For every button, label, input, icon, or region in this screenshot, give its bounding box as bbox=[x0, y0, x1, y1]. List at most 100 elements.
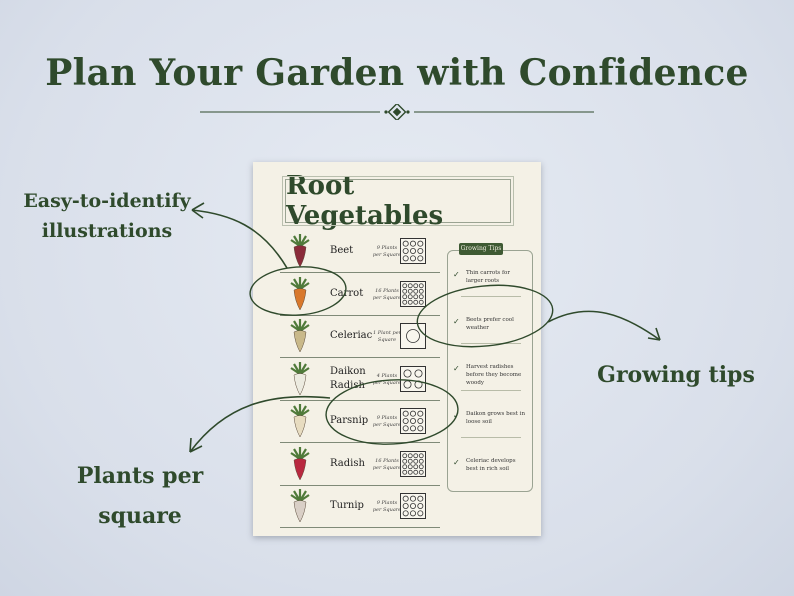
plant-spot bbox=[402, 255, 409, 262]
plant-spot bbox=[409, 410, 416, 417]
plant-spot bbox=[402, 410, 409, 417]
plant-spot bbox=[409, 495, 416, 502]
plants-per-square-label: 9 Plants per Square bbox=[372, 500, 402, 513]
plant-spot bbox=[418, 293, 424, 299]
plant-spot bbox=[409, 510, 416, 517]
carrot-icon bbox=[290, 276, 310, 311]
plant-spot bbox=[407, 288, 413, 294]
plant-spot bbox=[417, 425, 424, 432]
plant-spot bbox=[407, 293, 413, 299]
plant-spot bbox=[417, 410, 424, 417]
plant-spot bbox=[413, 452, 419, 458]
square-foot-grid bbox=[400, 280, 426, 307]
plant-spot bbox=[413, 458, 419, 464]
tip-divider bbox=[461, 390, 521, 391]
parsnip-highlight-circle bbox=[325, 379, 459, 445]
plant-spot bbox=[414, 369, 423, 377]
checkmark-icon: ✓ bbox=[453, 317, 460, 326]
plant-spot bbox=[407, 282, 413, 288]
parsnip-icon bbox=[290, 404, 310, 438]
plant-spot bbox=[418, 299, 424, 305]
plant-spot bbox=[418, 469, 424, 475]
checkmark-icon: ✓ bbox=[453, 458, 460, 467]
square-foot-grid bbox=[400, 450, 426, 477]
plant-spot bbox=[407, 299, 413, 305]
tip-divider bbox=[461, 296, 521, 297]
square-foot-grid bbox=[400, 323, 426, 349]
plant-spot bbox=[409, 425, 416, 432]
turnip-icon bbox=[290, 489, 310, 523]
plant-spot bbox=[402, 495, 409, 502]
tip-highlight-circle bbox=[416, 284, 554, 348]
vegetable-row: Beet 9 Plants per Square bbox=[280, 230, 440, 273]
carrot-highlight-circle bbox=[249, 266, 347, 316]
plant-spot bbox=[407, 469, 413, 475]
plant-spot bbox=[402, 282, 408, 288]
growing-tip-text: Thin carrots for larger roots bbox=[466, 270, 510, 284]
growing-tip-text: Harvest radishes before they become wood… bbox=[466, 364, 522, 386]
square-foot-grid bbox=[400, 408, 426, 434]
plant-spot bbox=[402, 425, 409, 432]
growing-tip-text: Celeriac develops best in rich soil bbox=[466, 458, 516, 472]
plant-spot bbox=[407, 458, 413, 464]
plant-spot bbox=[418, 458, 424, 464]
plant-spot bbox=[413, 293, 419, 299]
plant-spot bbox=[409, 502, 416, 509]
plant-spot bbox=[417, 255, 424, 262]
vegetable-name: Beet bbox=[330, 245, 354, 256]
plant-spot bbox=[402, 452, 408, 458]
tip-divider bbox=[461, 343, 521, 344]
checkmark-icon: ✓ bbox=[453, 364, 460, 373]
plant-spot bbox=[418, 463, 424, 469]
callout-illustrations: Easy-to-identify illustrations bbox=[23, 190, 191, 242]
plant-spot bbox=[402, 299, 408, 305]
plant-spot bbox=[407, 463, 413, 469]
growing-tips-header: Growing Tips bbox=[459, 243, 503, 255]
plant-spot bbox=[409, 255, 416, 262]
growing-tip-text: Beets prefer cool weather bbox=[466, 317, 514, 331]
callout-plants-per-square: Plants per square bbox=[76, 463, 204, 529]
checkmark-icon: ✓ bbox=[453, 270, 460, 279]
plant-spot bbox=[409, 247, 416, 254]
arrow-to-growing-tips bbox=[547, 310, 661, 341]
arrowhead-illustrations bbox=[191, 202, 205, 219]
square-foot-grid bbox=[400, 493, 426, 519]
plants-per-square-label: 9 Plants per Square bbox=[372, 415, 402, 428]
plant-spot bbox=[409, 240, 416, 247]
sheet-title-box: Root Vegetables bbox=[282, 171, 514, 231]
sheet-title: Root Vegetables bbox=[286, 171, 444, 231]
plant-spot bbox=[407, 452, 413, 458]
plant-spot bbox=[418, 288, 424, 294]
plant-spot bbox=[402, 502, 409, 509]
plant-spot bbox=[402, 240, 409, 247]
arrow-to-illustrations bbox=[191, 209, 288, 269]
plant-spot bbox=[417, 502, 424, 509]
vegetable-name: Carrot bbox=[330, 287, 364, 299]
plants-per-square-label: 16 Plants per Square bbox=[372, 457, 402, 471]
growing-tip-text: Daikon grows best in loose soil bbox=[466, 411, 525, 425]
square-foot-grid bbox=[400, 365, 426, 392]
plants-per-square-label: 1 Plant per Square bbox=[372, 330, 402, 343]
plant-spot bbox=[409, 417, 416, 424]
plant-spot bbox=[417, 495, 424, 502]
plants-per-square-label: 9 Plants per Square bbox=[372, 245, 402, 258]
callout-growing-tips: Growing tips bbox=[597, 362, 755, 388]
plant-spot bbox=[402, 458, 408, 464]
tip-divider bbox=[461, 437, 521, 438]
plant-spot bbox=[417, 240, 424, 247]
plant-spot bbox=[402, 463, 408, 469]
vegetable-name: Celeriac bbox=[330, 330, 373, 341]
daikon-icon bbox=[290, 361, 310, 396]
plant-spot bbox=[402, 247, 409, 254]
plant-spot bbox=[413, 463, 419, 469]
plant-spot bbox=[418, 282, 424, 288]
vegetable-name: Daikon Radish bbox=[330, 365, 366, 391]
arrowhead-plants-per-square bbox=[189, 437, 203, 453]
square-foot-grid bbox=[400, 238, 426, 264]
